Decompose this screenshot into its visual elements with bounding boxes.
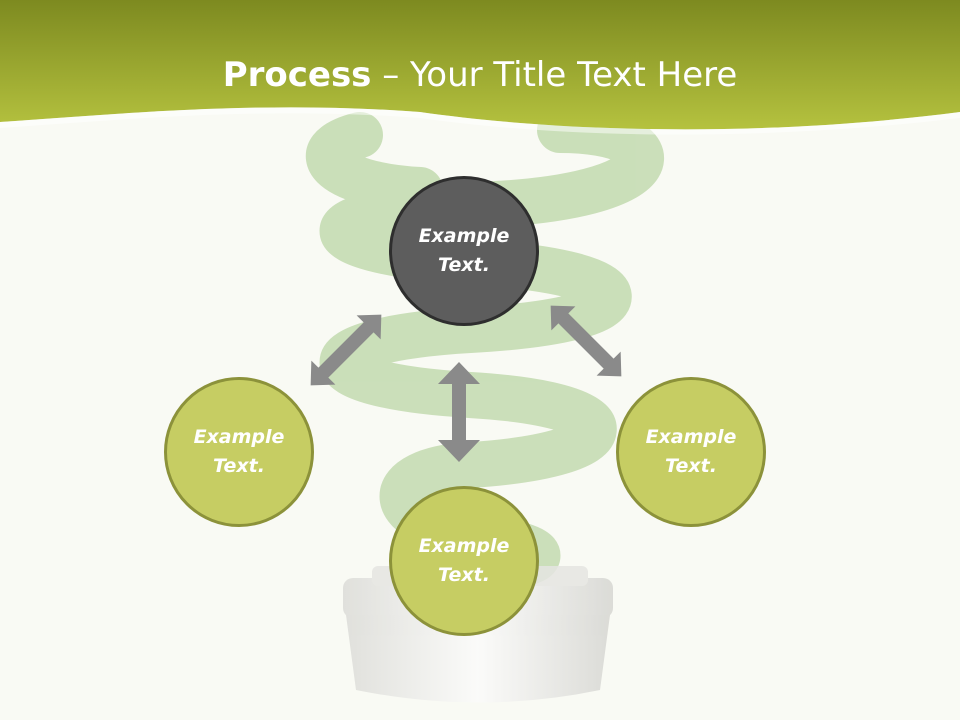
title-bold: Process: [222, 55, 372, 95]
node-bottom: Example Text.: [389, 486, 539, 636]
node-left: Example Text.: [164, 377, 314, 527]
node-right: Example Text.: [616, 377, 766, 527]
left-diagonal-double-arrow-icon: [310, 314, 382, 386]
node-left-line2: Text.: [213, 455, 265, 477]
node-top: Example Text.: [389, 176, 539, 326]
right-diagonal-double-arrow-icon: [550, 305, 622, 377]
node-left-line1: Example: [193, 426, 285, 448]
header-band: [0, 0, 960, 130]
node-bottom-line2: Text.: [438, 564, 490, 586]
title-rest: – Your Title Text Here: [371, 55, 738, 95]
node-right-line1: Example: [645, 426, 737, 448]
vertical-double-arrow-icon: [438, 362, 480, 462]
node-top-line1: Example: [418, 225, 510, 247]
page-title: Process – Your Title Text Here: [0, 52, 960, 98]
node-top-line2: Text.: [438, 254, 490, 276]
node-right-line2: Text.: [665, 455, 717, 477]
node-bottom-line1: Example: [418, 535, 510, 557]
